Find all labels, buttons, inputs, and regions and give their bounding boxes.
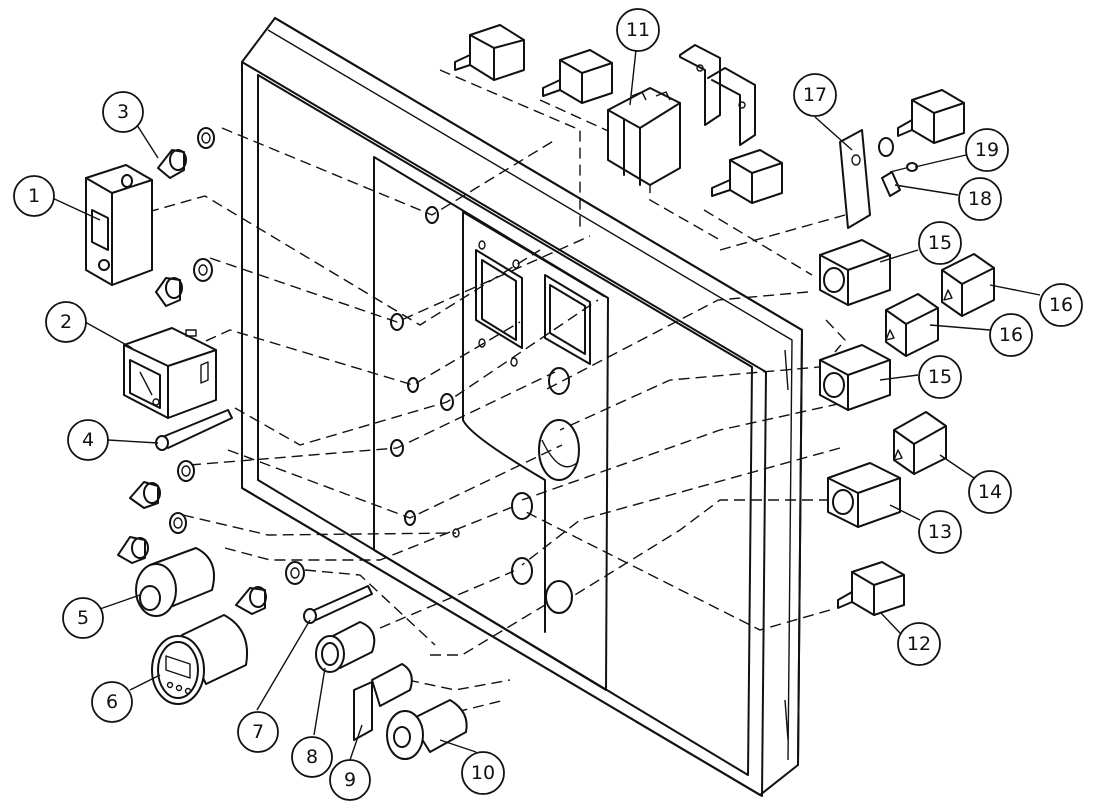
callout-11: 11: [616, 8, 660, 52]
svg-text:15: 15: [928, 232, 952, 254]
svg-text:5: 5: [77, 607, 89, 629]
component-2-meter: [123, 327, 217, 419]
component-7-indicator-lamp: [303, 585, 373, 624]
toggle-switch-right-top: [878, 89, 965, 157]
front-panel: [241, 17, 803, 797]
panel-back-plate: [241, 17, 803, 796]
panel-holes: [390, 206, 580, 614]
svg-text:6: 6: [106, 691, 118, 713]
callout-7: 7: [237, 711, 279, 753]
svg-text:2: 2: [60, 311, 72, 333]
component-16-contact-block-b: [885, 293, 939, 357]
callout-19: 19: [965, 128, 1009, 172]
svg-text:9: 9: [344, 769, 356, 791]
display-window-right: [544, 274, 591, 365]
callout-2: 2: [45, 301, 87, 343]
callout-13: 13: [918, 510, 962, 554]
callout-17: 17: [793, 73, 837, 117]
toggle-switch-top-c: [711, 149, 783, 204]
callouts: 1 2 3 4 5 6 7 8 9 10 11 12 13 14 15 15 1…: [13, 8, 1083, 801]
callout-10: 10: [461, 751, 505, 795]
inner-plate-contour: [462, 211, 546, 633]
component-18-clip: [881, 171, 901, 197]
callout-6: 6: [91, 681, 133, 723]
svg-text:4: 4: [82, 429, 94, 451]
svg-text:11: 11: [626, 19, 650, 41]
component-11-circuit-breaker: [607, 87, 681, 186]
toggle-switch-left-c: [117, 512, 187, 564]
component-4-indicator-lamp: [155, 409, 233, 451]
component-5-rotary-knob: [135, 547, 215, 617]
callout-3: 3: [102, 91, 144, 133]
callout-14: 14: [968, 470, 1012, 514]
svg-text:16: 16: [999, 324, 1023, 346]
callout-1: 1: [13, 175, 55, 217]
callout-5: 5: [62, 597, 104, 639]
svg-text:8: 8: [306, 746, 318, 768]
component-16-contact-block-a: [941, 253, 995, 317]
callout-16-a: 16: [1039, 283, 1083, 327]
callout-9: 9: [329, 759, 371, 801]
toggle-switch-top-b: [542, 49, 613, 104]
svg-text:12: 12: [907, 633, 931, 655]
toggle-switch-left-a: [155, 258, 213, 307]
svg-text:17: 17: [803, 84, 827, 106]
svg-text:1: 1: [28, 185, 40, 207]
svg-text:7: 7: [252, 721, 264, 743]
leader-lines: [47, 49, 1041, 761]
callout-8: 8: [291, 736, 333, 778]
callout-15-b: 15: [918, 355, 962, 399]
mounting-bracket-11: [679, 44, 756, 146]
component-1-controller: [85, 164, 153, 286]
panel-frame-inner: [257, 74, 753, 776]
component-9-key-switch: [353, 663, 413, 741]
svg-text:14: 14: [978, 481, 1002, 503]
component-15-relay-a: [819, 239, 891, 306]
svg-text:19: 19: [975, 139, 999, 161]
toggle-switch-top-a: [454, 24, 525, 81]
svg-text:10: 10: [471, 762, 495, 784]
component-6-digital-counter: [151, 614, 248, 705]
svg-text:13: 13: [928, 521, 952, 543]
panel-frame-outer: [241, 61, 767, 797]
assembly-lines: [147, 69, 857, 717]
svg-text:16: 16: [1049, 294, 1073, 316]
svg-text:15: 15: [928, 366, 952, 388]
component-10-emergency-stop: [386, 699, 468, 760]
component-15-relay-b: [819, 344, 891, 411]
svg-text:3: 3: [117, 101, 129, 123]
svg-text:18: 18: [968, 188, 992, 210]
component-8-connector: [315, 621, 376, 673]
component-14-contact-block: [893, 411, 947, 475]
component-12-toggle-switch: [837, 561, 905, 616]
toggle-switch-bottom: [235, 561, 305, 615]
panel-back-inner-edge: [267, 29, 793, 761]
callout-15-a: 15: [918, 221, 962, 265]
callout-16-b: 16: [989, 313, 1033, 357]
component-17-bracket: [839, 129, 871, 229]
component-3-toggle-switch: [157, 127, 215, 179]
panel-back-edge: [274, 17, 803, 766]
toggle-switch-left-b: [129, 460, 195, 509]
callout-12: 12: [897, 622, 941, 666]
callout-18: 18: [958, 177, 1002, 221]
component-19-screw: [889, 162, 918, 173]
component-13-relay: [827, 462, 901, 528]
callout-4: 4: [67, 419, 109, 461]
